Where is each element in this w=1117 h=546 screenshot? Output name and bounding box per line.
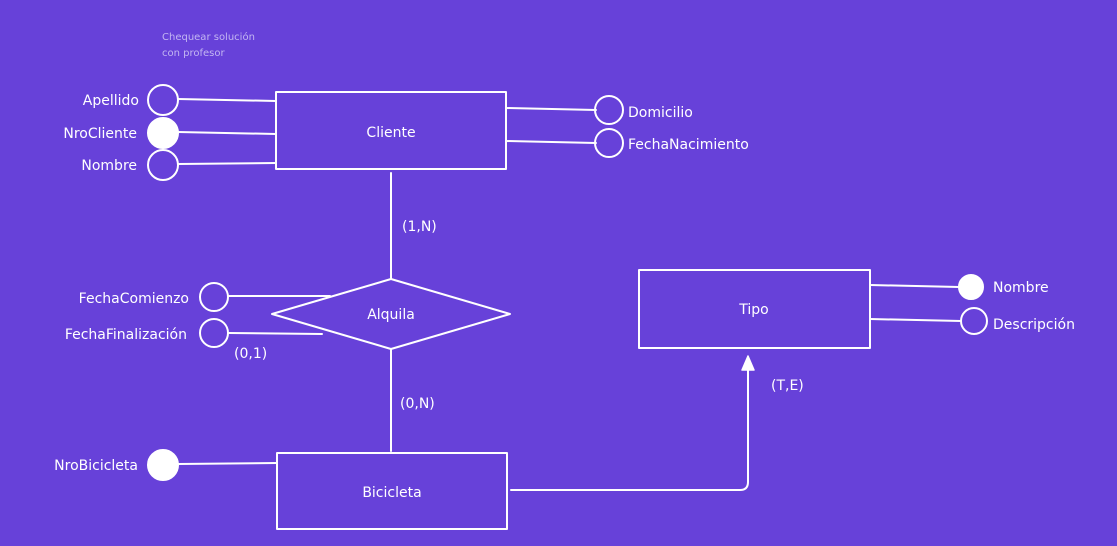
attr-nombre-tipo-key-circle[interactable] (958, 274, 984, 300)
link-descripcion (869, 318, 962, 322)
link-fecha-finalizacion (228, 332, 323, 335)
arrowhead-icon (741, 355, 755, 371)
entity-cliente-label: Cliente (366, 125, 415, 141)
attr-nombre-tipo-label: Nombre (993, 280, 1049, 296)
attr-fecha-nacimiento-circle[interactable] (594, 128, 624, 158)
relationship-alquila-label: Alquila (367, 307, 415, 323)
link-apellido (177, 98, 277, 102)
cardinality-alquila-bicicleta: (0,N) (400, 396, 435, 412)
attr-fecha-finalizacion-circle[interactable] (199, 318, 229, 348)
attr-nrocliente-label: NroCliente (63, 126, 137, 142)
attr-nrocliente-key-circle[interactable] (147, 117, 179, 149)
link-nrocliente (177, 131, 277, 135)
attr-nrobicicleta-label: NroBicicleta (54, 458, 138, 474)
attr-domicilio-circle[interactable] (594, 95, 624, 125)
attr-fecha-comienzo-circle[interactable] (199, 282, 229, 312)
link-nrobicicleta (177, 462, 278, 465)
note-line-2: con profesor (162, 48, 225, 59)
attr-nombre-cliente-label: Nombre (81, 158, 137, 174)
attr-descripcion-label: Descripción (993, 317, 1075, 333)
attr-apellido-label: Apellido (83, 93, 139, 109)
attr-fecha-comienzo-label: FechaComienzo (79, 291, 189, 307)
link-fecha-nacimiento (505, 140, 597, 144)
link-bicicleta-tipo (510, 369, 749, 491)
cardinality-cliente-alquila: (1,N) (402, 219, 437, 235)
link-nombre-tipo (869, 284, 960, 288)
entity-tipo-box[interactable] (638, 269, 871, 349)
attr-fecha-nacimiento-label: FechaNacimiento (628, 137, 749, 153)
link-nombre-cliente (177, 162, 277, 165)
entity-cliente-box[interactable] (275, 91, 507, 170)
attr-fecha-finalizacion-label: FechaFinalización (65, 327, 187, 343)
cardinality-fecha-finalizacion: (0,1) (234, 346, 267, 362)
link-domicilio (505, 107, 597, 111)
attr-nombre-cliente-circle[interactable] (147, 149, 179, 181)
cardinality-bicicleta-tipo: (T,E) (771, 378, 804, 394)
entity-tipo-label: Tipo (738, 302, 768, 318)
entity-bicicleta-label: Bicicleta (362, 485, 421, 501)
attr-apellido-circle[interactable] (147, 84, 179, 116)
note-line-1: Chequear solución (162, 31, 255, 43)
entity-bicicleta-box[interactable] (276, 452, 508, 530)
attr-descripcion-circle[interactable] (960, 307, 988, 335)
attr-nrobicicleta-key-circle[interactable] (147, 449, 179, 481)
attr-domicilio-label: Domicilio (628, 105, 693, 121)
